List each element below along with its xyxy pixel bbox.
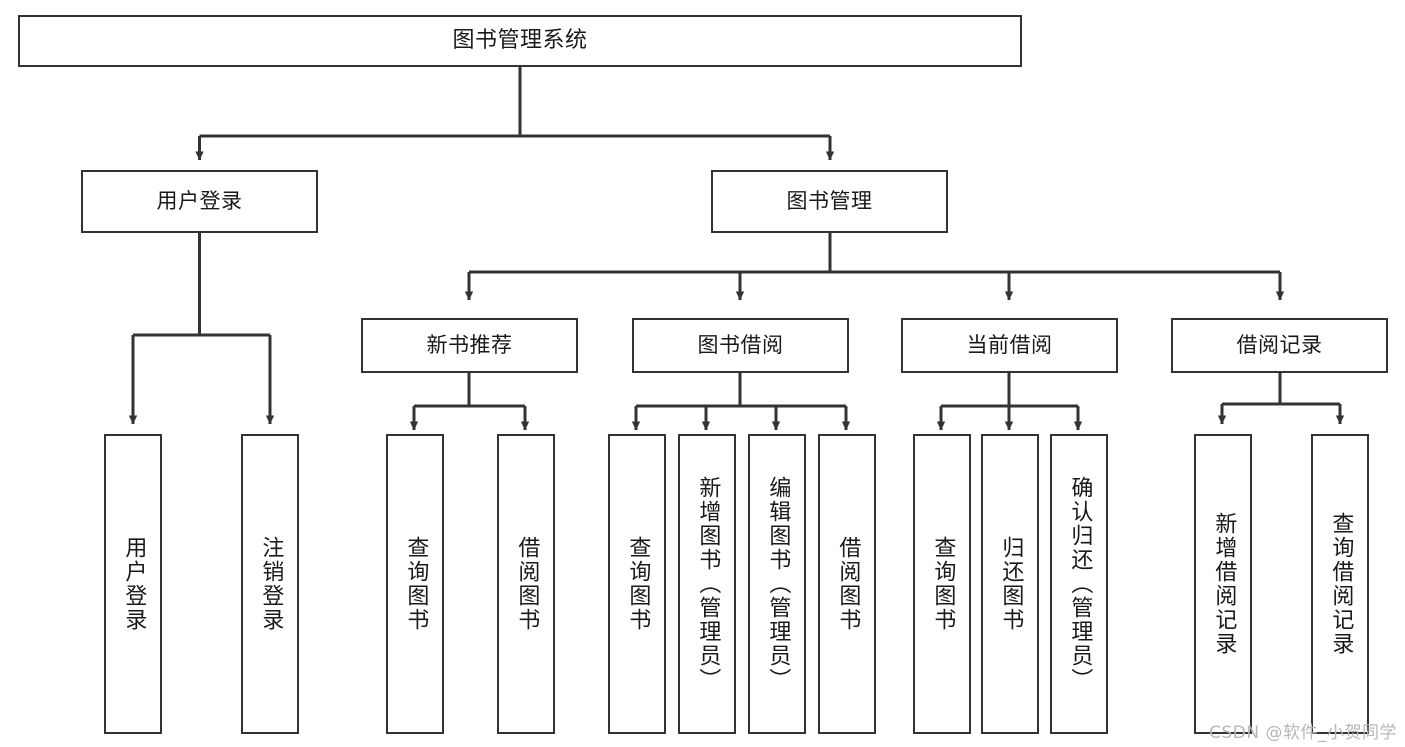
leaf-user-logout[interactable]: 注销登录 bbox=[241, 434, 299, 734]
leaf-borrow-book-recommend[interactable]: 借阅图书 bbox=[497, 434, 555, 734]
node-label: 编辑图书（管理员） bbox=[765, 476, 791, 692]
node-label: 确认归还（管理员） bbox=[1067, 476, 1093, 692]
node-label: 查询图书 bbox=[403, 536, 429, 632]
csdn-watermark: CSDN @软件_小贺同学 bbox=[1209, 723, 1397, 743]
node-label: 注销登录 bbox=[258, 536, 284, 632]
leaf-add-book-admin[interactable]: 新增图书（管理员） bbox=[678, 434, 736, 734]
leaf-confirm-return-admin[interactable]: 确认归还（管理员） bbox=[1050, 434, 1108, 734]
node-user-login[interactable]: 用户登录 bbox=[81, 170, 318, 233]
leaf-edit-book-admin[interactable]: 编辑图书（管理员） bbox=[748, 434, 806, 734]
node-current-borrow[interactable]: 当前借阅 bbox=[901, 318, 1118, 373]
node-borrow-record[interactable]: 借阅记录 bbox=[1171, 318, 1388, 373]
node-book-management[interactable]: 图书管理 bbox=[711, 170, 948, 233]
node-label: 查询图书 bbox=[625, 536, 651, 632]
leaf-query-book-recommend[interactable]: 查询图书 bbox=[386, 434, 444, 734]
node-label: 归还图书 bbox=[998, 536, 1024, 632]
leaf-add-borrow-record[interactable]: 新增借阅记录 bbox=[1194, 434, 1252, 734]
node-label: 用户登录 bbox=[121, 536, 147, 632]
node-label: 借阅记录 bbox=[1236, 332, 1323, 357]
node-label: 新增借阅记录 bbox=[1211, 512, 1237, 656]
node-label: 当前借阅 bbox=[966, 332, 1053, 357]
leaf-user-login[interactable]: 用户登录 bbox=[104, 434, 162, 734]
leaf-query-book-current[interactable]: 查询图书 bbox=[913, 434, 971, 734]
node-book-borrow[interactable]: 图书借阅 bbox=[632, 318, 849, 373]
node-label: 查询借阅记录 bbox=[1328, 512, 1354, 656]
node-label: 新增图书（管理员） bbox=[695, 476, 721, 692]
node-label: 图书借阅 bbox=[697, 332, 784, 357]
node-label: 图书管理 bbox=[786, 188, 873, 213]
leaf-query-borrow-record[interactable]: 查询借阅记录 bbox=[1311, 434, 1369, 734]
node-label: 借阅图书 bbox=[835, 536, 861, 632]
leaf-query-book-borrow[interactable]: 查询图书 bbox=[608, 434, 666, 734]
node-label: 借阅图书 bbox=[514, 536, 540, 632]
node-label: 用户登录 bbox=[156, 188, 243, 213]
node-new-book-recommend[interactable]: 新书推荐 bbox=[361, 318, 578, 373]
node-label: 查询图书 bbox=[930, 536, 956, 632]
node-root-book-management-system[interactable]: 图书管理系统 bbox=[18, 15, 1022, 67]
node-label: 图书管理系统 bbox=[452, 27, 588, 53]
leaf-borrow-book[interactable]: 借阅图书 bbox=[818, 434, 876, 734]
leaf-return-book[interactable]: 归还图书 bbox=[981, 434, 1039, 734]
node-label: 新书推荐 bbox=[426, 332, 513, 357]
